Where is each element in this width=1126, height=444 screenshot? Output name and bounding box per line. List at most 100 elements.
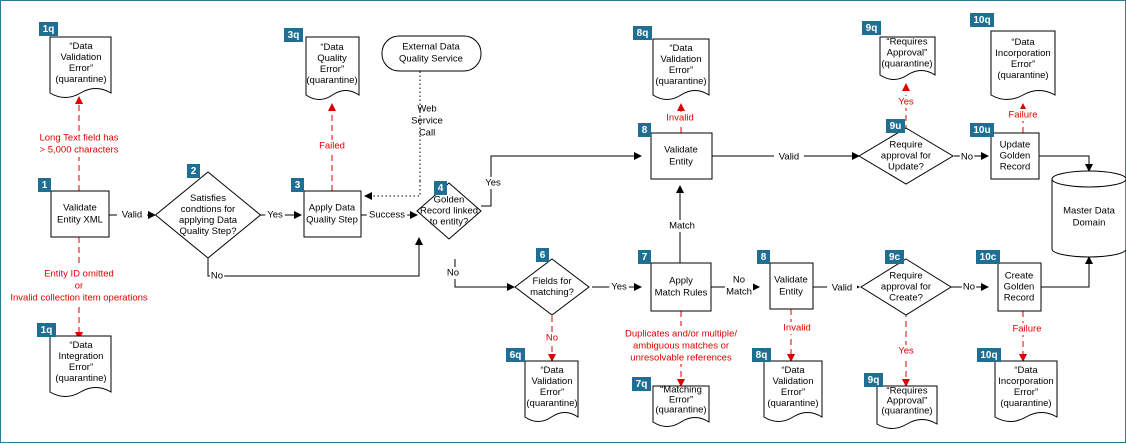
step-validate-mid-label-line: Validate — [774, 275, 808, 286]
label-no-9u: No — [961, 152, 973, 163]
badge-10q-top: 10q — [973, 15, 990, 26]
doc-7q — [652, 385, 710, 427]
badge-1q-top-box — [39, 22, 58, 36]
label-no-9c-bg — [961, 281, 977, 293]
red-failure-top-label-bg — [1002, 109, 1044, 121]
label-yes-2: Yes — [267, 210, 283, 221]
decision-satisfies-label-line: Satisfies — [190, 193, 226, 204]
decision-fields-label-line: matching? — [530, 287, 574, 298]
red-long-text-label-line: Long Text field has — [39, 133, 118, 144]
label-no-4: No — [447, 268, 459, 279]
doc-6q — [524, 360, 579, 422]
red-yes-9u-label: Yes — [898, 97, 914, 108]
doc-10q-bottom-text-line: (quarantine) — [1000, 398, 1051, 409]
label-valid-1: Valid — [122, 210, 142, 221]
red-long-text-label-line: > 5,000 characters — [40, 145, 119, 156]
doc-9q-top-text-line: “Requires — [886, 37, 927, 48]
decision-update-label-line: approval for — [881, 151, 931, 162]
red-failed-label-bg — [314, 140, 350, 152]
red-no-6-label-bg — [544, 332, 560, 344]
doc-8q-top-text-line: “Data — [669, 43, 693, 54]
arrow-create-to-master — [1041, 256, 1093, 288]
label-no-4-bg — [445, 267, 461, 279]
decision-create-label-line: Require — [889, 271, 922, 282]
arrow-golden-yes — [481, 152, 642, 207]
badge-3: 3 — [295, 180, 301, 191]
label-success-bg — [366, 209, 408, 221]
badge-3q-box — [284, 28, 303, 42]
label-no-2-bg — [209, 270, 225, 282]
badge-9u: 9u — [890, 121, 902, 132]
badge-8-top-box — [638, 123, 651, 137]
decision-golden-label-line: Record linked — [420, 206, 478, 217]
doc-1q-top-text-line: Validation — [60, 52, 101, 63]
doc-9q-bottom — [876, 385, 938, 429]
step-validate-entity-mid — [769, 262, 814, 310]
doc-7q-text-line: (quarantine) — [655, 405, 706, 416]
red-yes-9c-label: Yes — [898, 346, 914, 357]
badge-10q-bottom: 10q — [980, 350, 997, 361]
doc-9q-bottom-text-line: (quarantine) — [881, 406, 932, 417]
shapes — [37, 13, 1126, 429]
doc-9q-top — [879, 36, 936, 80]
badge-8q-top-box — [633, 26, 652, 40]
external-service-shape — [381, 35, 482, 72]
badge-8-mid: 8 — [761, 252, 767, 263]
master-data-label-line: Master Data — [1063, 206, 1115, 217]
doc-8q-bottom-text-line: “Data — [781, 365, 805, 376]
red-invalid-top-label: Invalid — [666, 113, 693, 124]
label-no-9c: No — [963, 282, 975, 293]
red-invalid-top-label-bg — [659, 112, 701, 124]
red-yes-9u-label-bg — [896, 96, 916, 108]
badge-9q-top: 9q — [866, 23, 878, 34]
label-web-service-line: Service — [411, 116, 443, 127]
doc-7q-text-line: Error” — [669, 395, 693, 406]
badge-10q-top-box — [970, 13, 994, 27]
label-valid-8-mid: Valid — [832, 283, 852, 294]
doc-10q-bottom-text-line: Incorporation — [998, 376, 1053, 387]
badge-7: 7 — [642, 252, 648, 263]
badge-7q-box — [632, 377, 651, 391]
red-failure-bottom-label-bg — [1006, 323, 1048, 335]
doc-1q-top-text-line: (quarantine) — [55, 74, 106, 85]
red-duplicates-label-line: ambiguous matches or — [633, 341, 729, 352]
badge-1: 1 — [42, 180, 48, 191]
decision-update-label-line: Update? — [888, 162, 924, 173]
doc-1q-bottom-text-line: (quarantine) — [55, 373, 106, 384]
step-validate-entity-xml — [50, 190, 110, 238]
doc-3q-text-line: “Data — [320, 42, 344, 53]
doc-8q-bottom-text-line: (quarantine) — [767, 398, 818, 409]
decision-satisfies-label-line: Quality Step? — [179, 226, 236, 237]
label-valid-8-top: Valid — [779, 152, 799, 163]
doc-3q-text-line: (quarantine) — [306, 75, 357, 86]
red-entity-id-label-line: Invalid collection item operations — [10, 293, 148, 304]
badge-6q-box — [506, 348, 525, 362]
master-data-cylinder — [1051, 170, 1126, 258]
doc-1q-top — [49, 36, 112, 98]
doc-3q-text-line: Quality — [317, 53, 347, 64]
red-long-text-bg — [31, 131, 129, 157]
label-no-match-line: No — [733, 275, 745, 286]
doc-10q-top-text-line: “Data — [1011, 37, 1035, 48]
doc-1q-bottom-text-line: Integration — [59, 351, 104, 362]
step-validate-entity-top — [650, 132, 713, 180]
step-create-golden — [997, 262, 1042, 312]
decision-fields-matching — [514, 258, 590, 316]
label-yes-4: Yes — [485, 178, 501, 189]
step-create-golden-label-line: Golden — [1004, 282, 1035, 293]
badge-10c: 10c — [980, 252, 997, 263]
step-validate-top-label-line: Entity — [669, 157, 693, 168]
badge-6-box — [536, 248, 549, 262]
arrow-golden-no — [454, 259, 515, 291]
step-apply-match-rules — [650, 262, 712, 312]
doc-9q-bottom-text-line: “Requires — [886, 386, 927, 397]
badge-6q: 6q — [510, 350, 522, 361]
badge-10u-box — [970, 123, 994, 137]
doc-10q-top — [990, 30, 1056, 100]
badge-7q: 7q — [636, 379, 648, 390]
label-no-match-bg — [725, 274, 753, 298]
badge-1-box — [38, 178, 51, 192]
badge-2: 2 — [191, 166, 197, 177]
